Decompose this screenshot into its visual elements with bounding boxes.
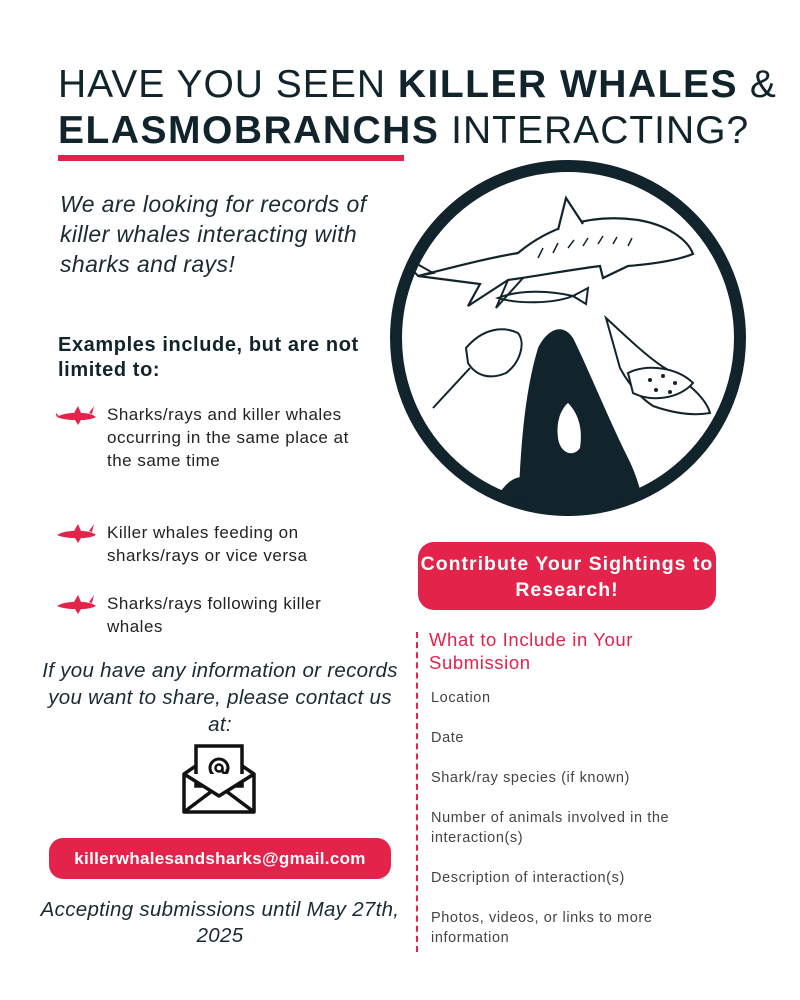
example-text: Sharks/rays and killer whales occurring …	[107, 405, 349, 470]
shark-icon	[56, 406, 96, 425]
example-text: Killer whales feeding on sharks/rays or …	[107, 523, 308, 565]
examples-heading: Examples include, but are not limited to…	[58, 334, 359, 381]
shark-icon	[57, 524, 96, 543]
dashed-divider	[416, 632, 418, 952]
email-address[interactable]: killerwhalesandsharks@gmail.com	[49, 838, 391, 879]
include-heading: What to Include in Your Submission	[429, 629, 634, 673]
include-item: Photos, videos, or links to more informa…	[431, 910, 653, 946]
title-emphasis: KILLER WHALES	[397, 63, 738, 106]
title-emphasis: ELASMOBRANCHS	[58, 109, 440, 152]
title-line-2: ELASMOBRANCHS INTERACTING?	[58, 108, 758, 154]
title-underline	[58, 155, 404, 161]
include-item: Shark/ray species (if known)	[431, 770, 630, 786]
shark-icon	[57, 595, 96, 614]
poster-title: HAVE YOU SEEN KILLER WHALES & ELASMOBRAN…	[58, 62, 776, 154]
title-text: INTERACTING?	[439, 109, 750, 152]
intro-text: We are looking for records of killer wha…	[60, 191, 367, 277]
include-item: Description of interaction(s)	[431, 870, 625, 886]
title-line-1: HAVE YOU SEEN KILLER WHALES &	[58, 62, 776, 108]
envelope-at-icon	[182, 744, 256, 814]
sharks-rays-orca-illustration	[390, 160, 746, 516]
contribute-banner: Contribute Your Sightings to Research!	[418, 542, 716, 610]
include-item: Date	[431, 730, 465, 746]
include-item: Number of animals involved in the intera…	[431, 810, 670, 846]
title-text: &	[737, 63, 777, 106]
include-item: Location	[431, 690, 491, 706]
deadline-text: Accepting submissions until May 27th, 20…	[40, 898, 400, 947]
title-text: HAVE YOU SEEN	[58, 63, 398, 106]
example-text: Sharks/rays following killer whales	[107, 594, 322, 636]
contact-text: If you have any information or records y…	[42, 659, 398, 736]
